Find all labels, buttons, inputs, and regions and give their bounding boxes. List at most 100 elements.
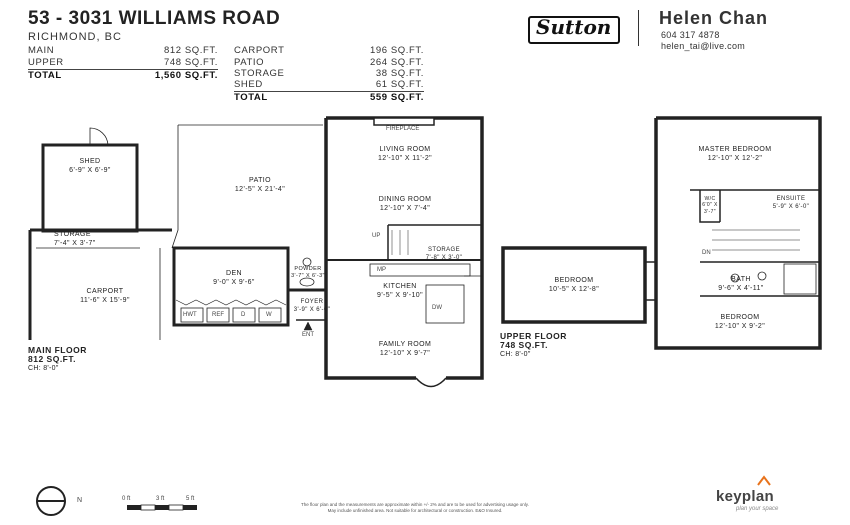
upper-connector	[645, 261, 656, 301]
den-walls	[172, 246, 290, 327]
dryer-label: D	[241, 312, 246, 318]
room-dims: 7'-8" X 3'-0"	[425, 254, 463, 261]
room-name: BATH	[731, 276, 751, 283]
area-row-main: MAIN 812 SQ.FT.	[28, 45, 218, 56]
area-label: UPPER	[28, 57, 64, 68]
room-dims: 3'-7" X 6'-3"	[291, 272, 325, 279]
area-value: 38 SQ.FT.	[375, 68, 424, 79]
powder-walls	[286, 248, 326, 292]
room-name: SHED	[79, 158, 101, 165]
room-name: FAMILY ROOM	[378, 341, 432, 348]
agent-phone: 604 317 4878	[661, 30, 720, 40]
room-ensuite: ENSUITE 5'-9" X 6'-0"	[766, 196, 816, 211]
kitchen-side-counter	[464, 275, 483, 330]
listing-city: RICHMOND, BC	[28, 31, 122, 43]
room-name: ENSUITE	[776, 196, 806, 202]
area-label: STORAGE	[234, 68, 285, 79]
room-foyer: FOYER 3'-9" X 6'-0"	[292, 299, 332, 314]
area-row-patio: PATIO 264 SQ.FT.	[234, 57, 424, 68]
main-floor-caption: MAIN FLOOR 812 SQ.FT. CH: 8'-0"	[28, 345, 87, 372]
stair-treads	[391, 230, 409, 255]
room-dims: 7'-4" X 3'-7"	[54, 239, 96, 247]
washer-box	[258, 307, 282, 323]
room-name: MASTER BEDROOM	[698, 146, 772, 153]
keyplan-tagline: plan your space	[736, 506, 779, 512]
brokerage-logo-text: Sutton	[536, 15, 612, 39]
floor-ceiling: CH: 8'-0"	[28, 364, 59, 372]
room-master-bedroom: MASTER BEDROOM 12'-10" X 12'-2"	[680, 146, 790, 164]
scale-label-0: 0 ft	[122, 496, 131, 502]
room-storage-outside: STORAGE 7'-4" X 3'-7"	[54, 231, 96, 249]
room-dims: 12'-10" X 12'-2"	[707, 154, 763, 162]
room-name: FOYER	[300, 299, 324, 305]
room-name: DEN	[226, 270, 242, 277]
room-dims: 9'-6" X 4'-11"	[718, 284, 764, 292]
room-name: POWDER	[294, 266, 322, 272]
floor-area: 748 SQ.FT.	[500, 340, 548, 351]
area-value: 559 SQ.FT.	[369, 92, 424, 103]
room-dims: 6'0" X 3'-7"	[702, 202, 718, 215]
bedroom-1-walls	[501, 246, 647, 324]
keyplan-roof-icon	[757, 475, 771, 486]
room-patio: PATIO 12'-5" X 21'-4"	[200, 177, 320, 195]
room-name: KITCHEN	[383, 283, 417, 290]
entry-label: ENT	[302, 332, 314, 338]
room-dims: 5'-9" X 6'-0"	[772, 203, 810, 210]
room-dims: 11'-6" X 15'-9"	[80, 296, 130, 304]
room-carport: CARPORT 11'-6" X 15'-9"	[55, 288, 155, 306]
room-name: BEDROOM	[720, 314, 760, 321]
area-value: 1,560 SQ.FT.	[154, 70, 218, 81]
room-living: LIVING ROOM 12'-10" X 11'-2"	[355, 146, 455, 164]
upper-floor-caption: UPPER FLOOR 748 SQ.FT. CH: 8'-0"	[500, 331, 567, 358]
room-name: PATIO	[249, 177, 271, 184]
washer-label: W	[266, 312, 272, 318]
room-dims: 3'-9" X 6'-0"	[293, 306, 331, 313]
stairs-down-label: DN	[702, 250, 711, 256]
hwt-label: HWT	[183, 312, 197, 318]
room-name: STORAGE	[54, 231, 91, 238]
floor-name: UPPER FLOOR	[500, 331, 567, 341]
area-row-total: TOTAL 559 SQ.FT.	[234, 92, 424, 103]
floor-area: 812 SQ.FT.	[28, 354, 76, 365]
room-name: CARPORT	[86, 288, 124, 295]
area-label: CARPORT	[234, 45, 285, 56]
disclaimer-line-2: May include unfinished area. Not suitabl…	[327, 508, 503, 514]
bath-sink	[757, 271, 767, 281]
area-label: MAIN	[28, 45, 55, 56]
room-kitchen: KITCHEN 9'-5" X 9'-10"	[370, 283, 430, 301]
bay-window	[415, 377, 447, 388]
brokerage-logo: Sutton	[528, 14, 620, 44]
ref-box	[206, 307, 230, 323]
dishwasher-label: DW	[432, 305, 442, 311]
area-row-total: TOTAL 1,560 SQ.FT.	[28, 70, 218, 81]
shed-door-swing	[89, 127, 109, 146]
hwt-box	[180, 307, 204, 323]
area-rule	[234, 91, 424, 92]
room-dims: 12'-5" X 21'-4"	[234, 185, 286, 193]
room-name: W/C	[704, 196, 716, 202]
room-bedroom-2: BEDROOM 12'-10" X 9'-2"	[690, 314, 790, 332]
room-dining: DINING ROOM 12'-10" X 7'-4"	[355, 196, 455, 214]
room-dims: 12'-10" X 9'-2"	[714, 322, 766, 330]
agent-email: helen_tai@live.com	[661, 41, 746, 51]
listing-address: 53 - 3031 WILLIAMS ROAD	[28, 8, 281, 29]
scale-segment-5	[183, 505, 197, 510]
room-dims: 12'-10" X 7'-4"	[379, 204, 431, 212]
microwave-label: MP	[377, 267, 386, 273]
upper-house-walls	[654, 116, 822, 350]
bath-toilet	[730, 273, 740, 283]
keyplan-logo: keyplan	[716, 488, 774, 505]
room-powder: POWDER 3'-7" X 6'-3"	[290, 266, 326, 280]
area-row-upper: UPPER 748 SQ.FT.	[28, 57, 218, 68]
room-den: DEN 9'-0" X 9'-6"	[194, 270, 274, 288]
bathtub	[783, 263, 817, 295]
area-label: TOTAL	[28, 70, 62, 81]
toilet-fixture	[302, 257, 312, 267]
area-row-shed: SHED 61 SQ.FT.	[234, 79, 424, 90]
scale-segment-1	[127, 505, 141, 510]
area-label: PATIO	[234, 57, 265, 68]
area-value: 264 SQ.FT.	[369, 57, 424, 68]
area-value: 61 SQ.FT.	[375, 79, 424, 90]
room-name: DINING ROOM	[378, 196, 432, 203]
